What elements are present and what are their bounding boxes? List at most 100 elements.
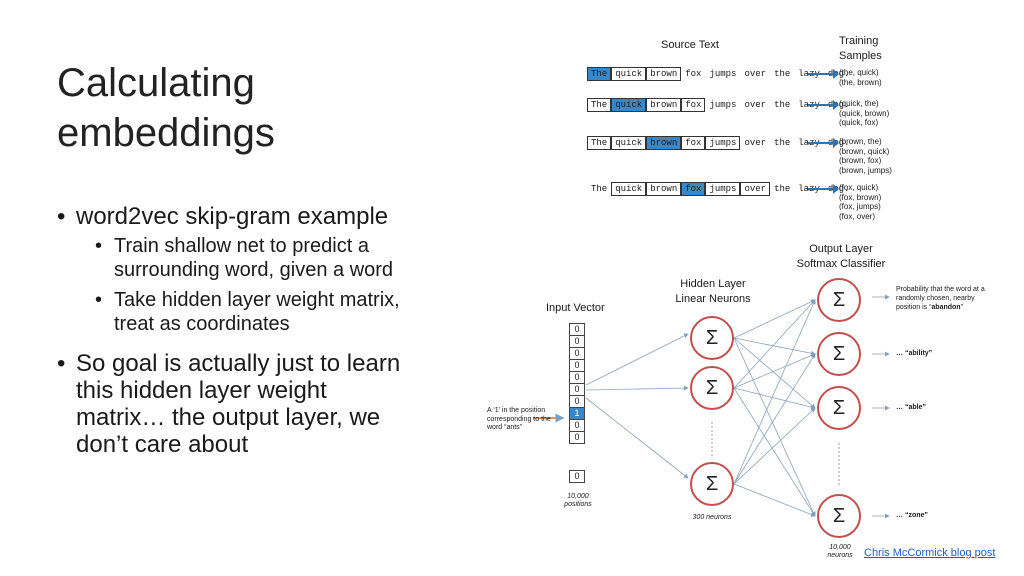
vector-cell: 0 [569, 431, 585, 444]
vector-cell-last: 0 [569, 470, 585, 483]
arrow-icon [808, 184, 839, 194]
hidden-output-wire [733, 353, 816, 389]
input-wire [585, 333, 689, 386]
training-samples-3: (brown, the)(brown, quick)(brown, fox)(b… [839, 137, 892, 175]
token: fox [685, 69, 702, 79]
hidden-output-wire [733, 387, 816, 517]
title-line-2: embeddings [57, 111, 275, 155]
training-sample: (brown, jumps) [839, 165, 892, 175]
token: jumps [705, 182, 741, 196]
input-vector-label: Input Vector [546, 302, 605, 314]
hidden-neuron-300: Σ [690, 462, 734, 506]
output-count: 10,000 neurons [818, 544, 862, 560]
output-neuron-1: Σ [817, 278, 861, 322]
token: The [587, 67, 612, 81]
token: over [740, 182, 771, 196]
training-samples-1: (the, quick)(the, brown) [839, 68, 882, 87]
token: brown [646, 136, 682, 150]
input-wire [585, 385, 689, 391]
prob-line-1: Probability that the word at a [896, 286, 985, 293]
hidden-output-wire [733, 337, 816, 409]
slide-title: Calculating embeddings [57, 58, 457, 158]
training-sample: (brown, the) [839, 137, 882, 146]
token: The [587, 136, 612, 150]
hidden-output-wire [733, 299, 816, 339]
note-2: corresponding to the [487, 415, 551, 423]
training-label-1: Training [839, 35, 879, 47]
token: over [744, 69, 767, 79]
output-layer-label: Output Layer Softmax Classifier [788, 242, 894, 272]
prob-able: … “able” [896, 404, 926, 411]
arrow-icon [808, 138, 839, 148]
training-sample: (the, brown) [839, 77, 882, 87]
token: over [744, 138, 767, 148]
prob-zone: … “zone” [896, 512, 928, 519]
training-sample: (quick, the) [839, 99, 879, 108]
hidden-neuron-1: Σ [690, 316, 734, 360]
prob-line-3: position is “abandon” [896, 304, 963, 311]
token: brown [646, 98, 682, 112]
token: quick [611, 182, 647, 196]
title-line-1: Calculating [57, 61, 255, 105]
training-sample: (quick, brown) [839, 108, 890, 118]
prob-ability: … “ability” [896, 350, 933, 357]
training-samples-2: (quick, the)(quick, brown)(quick, fox) [839, 99, 889, 128]
hidden-layer-label: Hidden Layer Linear Neurons [667, 277, 759, 307]
training-sample: (quick, fox) [839, 118, 879, 128]
training-samples-4: (fox, quick)(fox, brown)(fox, jumps)(fox… [839, 183, 881, 221]
output-count-1: 10,000 [829, 544, 851, 551]
training-sample: (fox, brown) [839, 192, 882, 202]
ants-note: A ‘1’ in the position corresponding to t… [487, 407, 551, 433]
token: the [774, 138, 791, 148]
token: fox [681, 136, 706, 150]
token: quick [611, 98, 647, 112]
training-sample: (the, quick) [839, 68, 879, 77]
hidden-output-wire [733, 299, 816, 485]
credit-link[interactable]: Chris McCormick blog post [864, 547, 996, 559]
hidden-label-1: Hidden Layer [680, 278, 746, 290]
output-label-2: Softmax Classifier [796, 258, 886, 270]
arrow-icon [808, 100, 839, 110]
output-neuron-2: Σ [817, 332, 861, 376]
token: jumps [709, 100, 737, 110]
hidden-output-wire [733, 353, 816, 485]
token: The [587, 98, 612, 112]
hidden-output-wire [733, 483, 816, 517]
token: the [774, 100, 791, 110]
note-3: word “ants” [487, 424, 523, 431]
source-text-label: Source Text [661, 39, 719, 51]
hidden-output-wire [733, 387, 816, 410]
token: the [774, 69, 791, 79]
bullet-goal: So goal is actually just to learn this h… [57, 350, 417, 458]
token: fox [681, 182, 706, 196]
bullet-word2vec: word2vec skip-gram example [57, 203, 417, 230]
token: quick [611, 67, 647, 81]
prob-line-2: randomly chosen, nearby [896, 295, 975, 302]
hidden-output-wire [733, 337, 816, 356]
training-sample: (brown, quick) [839, 146, 890, 156]
sub-bullet-train: Train shallow net to predict a surroundi… [57, 234, 417, 282]
token: over [744, 100, 767, 110]
token: fox [681, 98, 706, 112]
training-sample: (brown, fox) [839, 156, 882, 166]
hidden-label-2: Linear Neurons [675, 293, 751, 305]
output-neuron-3: Σ [817, 386, 861, 430]
token: brown [646, 67, 682, 81]
training-label-2: Samples [839, 50, 882, 62]
token: brown [646, 182, 682, 196]
token: jumps [709, 69, 737, 79]
token: The [591, 184, 608, 194]
hidden-neuron-2: Σ [690, 366, 734, 410]
output-label-1: Output Layer [809, 243, 873, 255]
token: quick [611, 136, 647, 150]
bullet-list: word2vec skip-gram example Train shallow… [57, 203, 417, 462]
prob-abandon: Probability that the word at a randomly … [896, 285, 985, 312]
training-samples-label: Training Samples [839, 34, 882, 64]
training-sample: (fox, jumps) [839, 202, 881, 212]
arrow-icon [808, 69, 839, 79]
training-sample: (fox, quick) [839, 183, 879, 192]
hidden-output-wire [733, 407, 816, 485]
output-count-2: neurons [827, 552, 853, 559]
